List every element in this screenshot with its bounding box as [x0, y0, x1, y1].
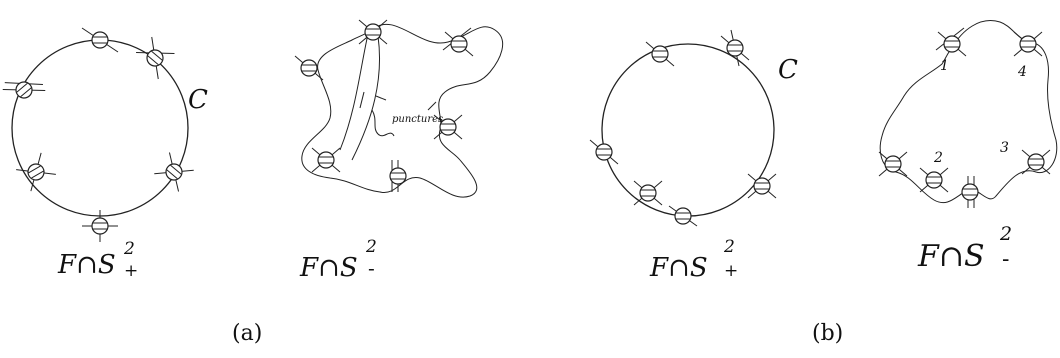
puncture-markers-right-a: [294, 19, 474, 192]
circle-c-upper-b: [601, 43, 775, 217]
formula-upper-b-sup: 2: [723, 237, 735, 257]
puncture-number-3: 3: [1000, 140, 1009, 156]
caption-a: (a): [232, 321, 262, 346]
puncture-arrow-2: [375, 95, 387, 101]
formula-upper-a-sup: 2: [123, 239, 135, 259]
inner-strand-a: [339, 33, 369, 151]
formula-upper-b: F∩S: [649, 253, 708, 283]
puncture-number-1: 1: [940, 58, 949, 74]
formula-lower-a-sub: -: [368, 256, 375, 280]
puncture-arrow-1: [359, 91, 365, 109]
formula-lower-b: F∩S: [917, 239, 985, 274]
panel-a: C F∩S 2 + punctures F∩S: [2, 19, 504, 346]
curve-label-a: C: [188, 85, 208, 115]
caption-b: (b): [812, 321, 843, 346]
puncture-markers-left-a: [2, 27, 194, 242]
puncture-number-2: 2: [933, 150, 943, 166]
punctures-label: punctures: [392, 114, 443, 125]
formula-upper-b-sub: +: [724, 261, 738, 281]
puncture-number-4: 4: [1017, 64, 1027, 80]
formula-lower-b-sup: 2: [999, 223, 1012, 245]
puncture-squiggle: [371, 109, 395, 137]
formula-lower-b-sub: -: [1002, 247, 1009, 272]
formula-upper-a-sub: +: [124, 261, 138, 281]
puncture-markers-left-b: [589, 29, 777, 227]
inner-strand-b: [351, 35, 381, 161]
formula-upper-a: F∩S: [57, 250, 116, 280]
curve-label-b: C: [778, 55, 798, 85]
puncture-markers-right-b: [878, 27, 1051, 208]
formula-lower-a-sup: 2: [365, 237, 377, 257]
panel-b: C F∩S 2 + 1 4 2 3 F∩S 2 - (b): [589, 20, 1058, 346]
puncture-arrow-3: [427, 101, 437, 111]
formula-lower-a: F∩S: [299, 253, 358, 283]
circle-c-upper-a: [11, 39, 189, 217]
wavy-curve-a: [301, 23, 504, 198]
